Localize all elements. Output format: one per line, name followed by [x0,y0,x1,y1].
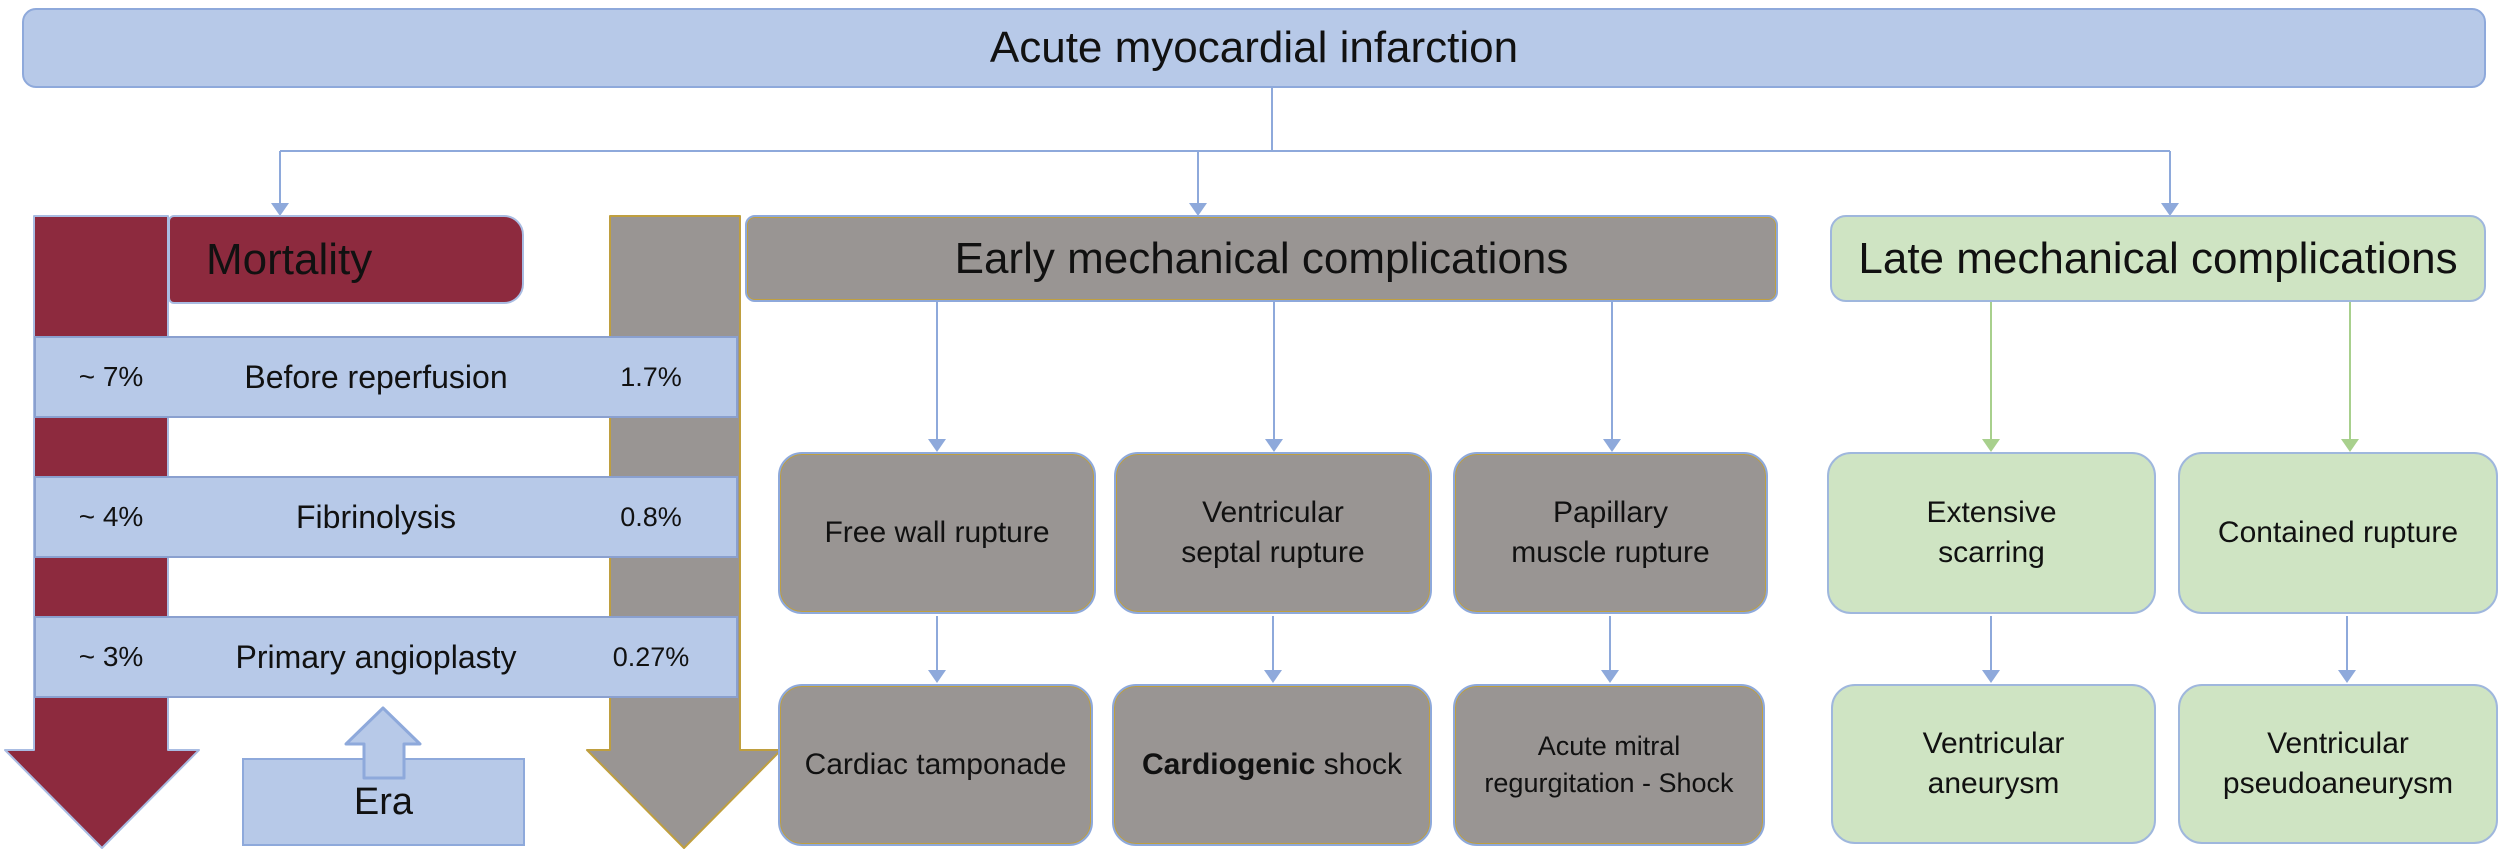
box-cardiac-tamponade: Cardiac tamponade [778,684,1093,846]
box-label: septal rupture [1181,536,1365,569]
box-cardiogenic-shock: Cardiogenic shock [1112,684,1432,846]
late-header-label: Late mechanical complications [1858,233,2458,283]
box-label: aneurysm [1927,767,2060,800]
box-label: muscle rupture [1511,536,1710,569]
page-title: Acute myocardial infarction [989,23,1519,72]
early-header-label: Early mechanical complications [954,233,1569,283]
mortality-rate: ~ 7% [78,361,144,392]
mortality-rate: ~ 3% [78,641,144,672]
box-label: Free wall rupture [824,516,1050,549]
box-label: Ventricular [1202,496,1344,529]
down-arrowhead-icon [1982,439,2000,452]
complication-rate: 0.8% [620,501,682,532]
down-arrowhead-icon [1982,670,2000,683]
box-label: Ventricular [2267,727,2409,760]
mortality-header: Mortality [168,215,524,304]
era-legend-label: Era [353,780,414,823]
late-complications-header: Late mechanical complications [1830,215,2486,302]
era-label: Before reperfusion [244,358,508,395]
early-complications-header: Early mechanical complications [745,215,1778,302]
box-extensive-scarring: Extensive scarring [1827,452,2156,614]
box-label-bold: Cardiogenic [1141,748,1316,781]
down-arrowhead-icon [2338,670,2356,683]
down-arrowhead-icon [1264,670,1282,683]
box-ventricular-septal-rupture: Ventricular septal rupture [1114,452,1432,614]
era-legend-box: Era [242,758,525,846]
complication-rate: 0.27% [612,641,690,672]
down-arrowhead-icon [1265,439,1283,452]
down-arrowhead-icon [1601,670,1619,683]
box-ventricular-pseudoaneurysm: Ventricular pseudoaneurysm [2178,684,2498,844]
down-arrowhead-icon [928,439,946,452]
box-label: Acute mitral [1537,731,1681,761]
era-row-fibrinolysis: ~ 4% Fibrinolysis 0.8% [34,476,738,558]
mortality-rate: ~ 4% [78,501,144,532]
box-free-wall-rupture: Free wall rupture [778,452,1096,614]
box-label: Ventricular [1922,727,2065,760]
down-arrowhead-icon [2341,439,2359,452]
title-banner: Acute myocardial infarction [22,8,2486,88]
mortality-header-label: Mortality [206,234,373,284]
era-label: Fibrinolysis [295,498,457,535]
box-label: Contained rupture [2217,516,2459,549]
complication-rate: 1.7% [620,361,682,392]
era-label: Primary angioplasty [235,638,517,675]
box-label: Cardiogenic shock [1142,745,1402,785]
box-label: regurgitation - Shock [1484,768,1734,798]
down-arrowhead-icon [1603,439,1621,452]
box-label: pseudoaneurysm [2222,767,2454,800]
box-contained-rupture: Contained rupture [2178,452,2498,614]
box-label-rest: shock [1315,748,1403,781]
down-arrowhead-icon [928,670,946,683]
era-row-primary-angioplasty: ~ 3% Primary angioplasty 0.27% [34,616,738,698]
box-label: Extensive [1926,496,2057,529]
box-papillary-muscle-rupture: Papillary muscle rupture [1453,452,1768,614]
box-label: Papillary [1552,496,1669,529]
box-label: scarring [1938,536,2045,569]
box-ventricular-aneurysm: Ventricular aneurysm [1831,684,2156,844]
era-row-before-reperfusion: ~ 7% Before reperfusion 1.7% [34,336,738,418]
box-acute-mitral-regurgitation-shock: Acute mitral regurgitation - Shock [1453,684,1765,846]
box-label: Cardiac tamponade [804,748,1067,781]
